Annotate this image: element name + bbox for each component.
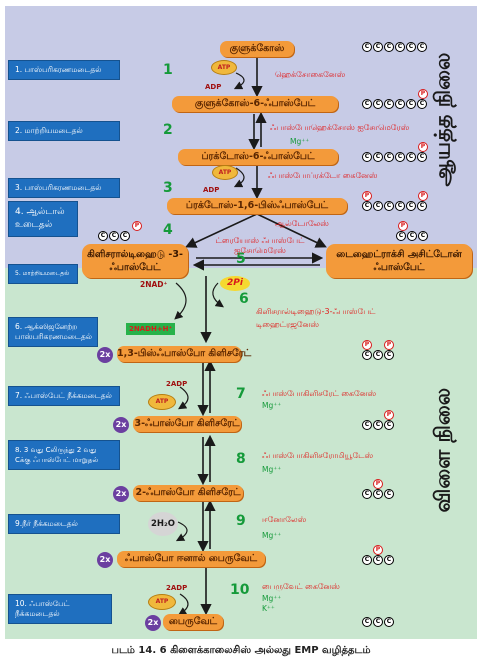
phosphate-icon: P [384, 340, 394, 350]
enzyme-phosphoglycerate-kinase: ஃபாஸ்போகிளிசரேட் கைனேஸ் [262, 389, 377, 398]
arrow-aldolase-left [185, 213, 258, 248]
step-box-3: 3. பாஸ்பரிகரணமடைதல் [8, 178, 120, 198]
step-number-3: 3 [163, 180, 173, 196]
metabolite-3-phosphoglycerate: 3-ஃபாஸ்போ கிளிசரேட் [133, 416, 241, 432]
step-box-2: 2. மாற்றியமடைதல் [8, 121, 120, 141]
adp-label: ADP [203, 186, 220, 194]
figure-caption: படம் 14. 6 கிளைக்காலைசிஸ் அல்லது EMP வழி… [111, 645, 371, 656]
x2-badge: 2x [113, 486, 129, 502]
arrow-aldolase-right [256, 213, 327, 248]
step-box-9: 9.நீர் நீக்கமடைதல் [8, 514, 120, 534]
phosphate-icon: P [418, 142, 428, 152]
x2-badge: 2x [97, 552, 113, 568]
phase-label-payoff: விளை நிலை [430, 387, 455, 513]
enzyme-enolase: ஈனோலேஸ் [262, 515, 307, 524]
phase-label-preparatory: ஆயத்த நிலை [430, 52, 455, 187]
metabolite-glucose-6-phosphate: குளுக்கோஸ்-6-ஃபாஸ்பேட் [172, 96, 338, 112]
two-nad-label: 2NAD⁺ [140, 280, 168, 289]
x2-badge: 2x [145, 615, 161, 631]
cofactor-mg: Mg⁺⁺ [262, 531, 282, 540]
step-box-6: 6. ஆக்ஸிஜனேற்ற பாஸ்பரிகரணமடைதல் [8, 317, 98, 347]
enzyme-triose-phosphate-isomerase: ட்ரையோஸ் ஃபாஸ்பேட் ஐசோமெரேஸ் [215, 236, 305, 255]
cofactor-mg: Mg⁺⁺ [262, 465, 282, 474]
step-box-1: 1. பாஸ்பரிகரணமடைதல் [8, 60, 120, 80]
atp-icon: ATP [212, 165, 238, 180]
cofactor-mg: Mg⁺⁺ [262, 401, 282, 410]
enzyme-pyruvate-kinase: பைருவேட் கைனேஸ் [262, 582, 340, 591]
metabolite-phosphoenolpyruvate: ஃபாஸ்போ ஈனால் பைருவேட் [117, 551, 265, 567]
step-box-5: 5. மாற்றியமடைதல் [8, 264, 78, 284]
metabolite-dihydroxyacetone-phosphate: டைஹைட்ராக்சி அசிட்டோன் ஃபாஸ்பேட் [326, 244, 472, 278]
enzyme-phosphofructokinase: ஃபாஸ்போப்ரக்டோ கைனேஸ் [268, 171, 378, 180]
step-number-5: 5 [236, 251, 246, 267]
cofactor-k: K⁺⁺ [262, 604, 275, 613]
step-box-10: 10. ஃபாஸ்பேட் நீக்கமடைதல் [8, 594, 112, 624]
step-number-10: 10 [230, 582, 250, 598]
metabolite-pyruvate: பைருவேட் [163, 614, 223, 630]
phosphate-icon: P [373, 479, 383, 489]
step-number-7: 7 [236, 386, 246, 402]
cofactor-mg: Mg⁺⁺ [290, 137, 310, 146]
atp-icon: ATP [148, 594, 176, 610]
x2-badge: 2x [97, 347, 113, 363]
enzyme-hexokinase: ஹெக்சோகைனேஸ் [275, 70, 346, 79]
metabolite-2-phosphoglycerate: 2-ஃபாஸ்போ கிளிசரேட் [133, 485, 243, 501]
atp-icon: ATP [148, 394, 176, 410]
step-box-4: 4. ஆல்டால் உடைதல் [8, 201, 78, 237]
phosphate-icon: P [362, 191, 372, 201]
enzyme-aldolase: ஆல்டோலேஸ் [275, 219, 329, 228]
step-number-1: 1 [163, 62, 173, 78]
atp-icon: ATP [211, 60, 237, 75]
enzyme-gapdh: கிளிசரால்டிஹைடு-3-ஃபாஸ்பேட் டிஹைட்ரஜனேஸ் [256, 307, 376, 329]
phosphate-icon: P [398, 221, 408, 231]
step-number-2: 2 [163, 122, 173, 138]
step-number-9: 9 [236, 513, 246, 529]
step-number-4: 4 [163, 222, 173, 238]
phosphate-icon: P [132, 221, 142, 231]
phosphate-icon: P [418, 191, 428, 201]
two-adp-label: 2ADP [166, 380, 188, 388]
metabolite-fructose-6-phosphate: ப்ரக்டோஸ்-6-ஃபாஸ்பேட் [178, 149, 338, 165]
cofactor-mg: Mg⁺⁺ [262, 594, 282, 603]
water-icon: 2H₂O [148, 512, 178, 536]
phosphate-icon: P [362, 340, 372, 350]
metabolite-glyceraldehyde-3-phosphate: கிளிசரால்டிஹைடு -3-ஃபாஸ்பேட் [82, 244, 188, 278]
metabolite-glucose: குளுக்கோஸ் [220, 41, 294, 57]
two-nadh-badge: 2NADH+H⁺ [126, 323, 176, 335]
step-box-7: 7. ஃபாஸ்பேட் நீக்கமடைதல் [8, 386, 120, 406]
two-pi-badge: 2Pi [220, 276, 250, 291]
x2-badge: 2x [113, 417, 129, 433]
step-number-8: 8 [236, 451, 246, 467]
adp-label: ADP [205, 83, 222, 91]
metabolite-fructose-1-6-bisphosphate: ப்ரக்டோஸ்-1,6-பிஸ்ஃபாஸ்பேட் [167, 198, 347, 214]
phosphate-icon: P [384, 410, 394, 420]
enzyme-phosphoglycerate-mutase: ஃபாஸ்போகிளிசரோமியூடேஸ் [262, 451, 374, 460]
two-adp-label: 2ADP [166, 584, 188, 592]
metabolite-1-3-bisphosphoglycerate: 1,3-பிஸ்ஃபாஸ்போ கிளிசரேட் [117, 346, 251, 362]
phosphate-icon: P [373, 545, 383, 555]
step-number-6: 6 [239, 291, 249, 307]
phosphate-icon: P [418, 89, 428, 99]
step-box-8: 8. 3 வது Cலிருந்து 2 வது Cக்கு ஃபாஸ்பேட்… [8, 440, 120, 470]
enzyme-phosphohexose-isomerase: ஃபாஸ்போஹெக்சோஸ் ஐசோமெரேஸ் [270, 123, 410, 132]
